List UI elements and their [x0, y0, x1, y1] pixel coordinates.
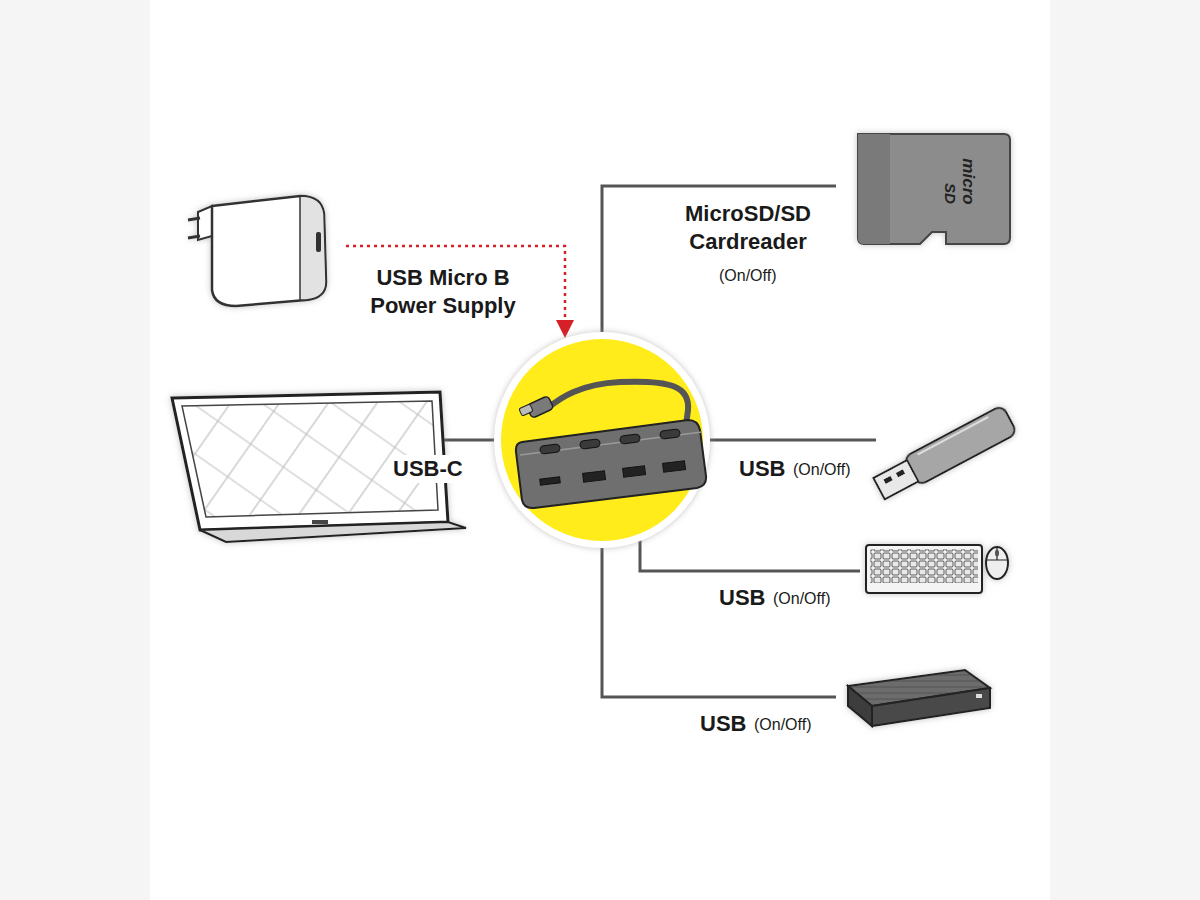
port-label: USB — [697, 710, 749, 738]
microsd-card — [858, 134, 1010, 244]
side-ground — [0, 0, 150, 900]
port-label: USB — [736, 455, 788, 483]
card-logo: micro — [960, 155, 977, 207]
hard-drive — [848, 670, 990, 726]
state-note: (On/Off) — [770, 589, 834, 609]
hub-badge — [494, 332, 710, 548]
laptop — [172, 392, 466, 542]
state-note: (On/Off) — [716, 266, 780, 286]
keyboard-mouse — [866, 545, 1008, 593]
power-arrow — [346, 246, 574, 338]
port-label: USB-C — [390, 455, 466, 483]
power-adapter — [188, 196, 326, 306]
usb-stick — [872, 405, 1018, 503]
side-ground — [1050, 0, 1200, 900]
state-note: (On/Off) — [790, 460, 854, 480]
card-logo: SD — [943, 180, 958, 207]
port-label: MicroSD/SD Cardreader — [645, 200, 851, 256]
port-label: USB Micro B Power Supply — [345, 264, 541, 320]
port-label: USB — [716, 584, 768, 612]
state-note: (On/Off) — [751, 715, 815, 735]
